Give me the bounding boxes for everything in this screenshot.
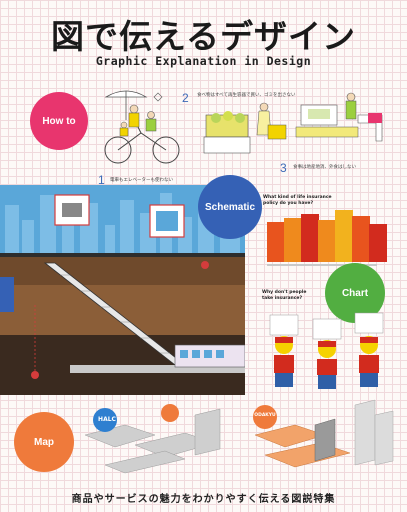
section-map-badge: Map [14,412,74,472]
howto-step-3-number: 3 [280,161,287,175]
section-schematic-badge: Schematic [198,175,262,239]
howto-step-2-number: 2 [182,91,189,105]
cover-footer: 商品やサービスの魅力をわかりやすく伝える図説特集 [71,494,336,505]
chart-question-1: What kind of life insurance policy do yo… [263,195,332,206]
cover-title: 図で伝えるデザイン [50,17,356,56]
howto-step-3-text: 食事は地産地消、外食はしない [293,165,356,170]
lego-figures-illustration [269,312,384,389]
map-label-halc: HALC [98,416,116,423]
cover-subtitle: Graphic Explanation in Design [95,54,312,68]
lego-bar-chart [267,210,387,266]
map-illustration [84,399,394,474]
howto-step-1-number: 1 [98,173,105,187]
howto-step-2-text: 食べ物はすべて再生容器で買い、ゴミを出さない [197,93,296,98]
howto-step-1-text: 電車もエレベーターも使わない [110,178,173,183]
section-howto-badge: How to [30,92,88,150]
chart-question-2: Why don't people take insurance? [262,290,307,301]
map-label-odakyu: ODAKYU [254,413,276,418]
howto-illustration [104,90,383,164]
